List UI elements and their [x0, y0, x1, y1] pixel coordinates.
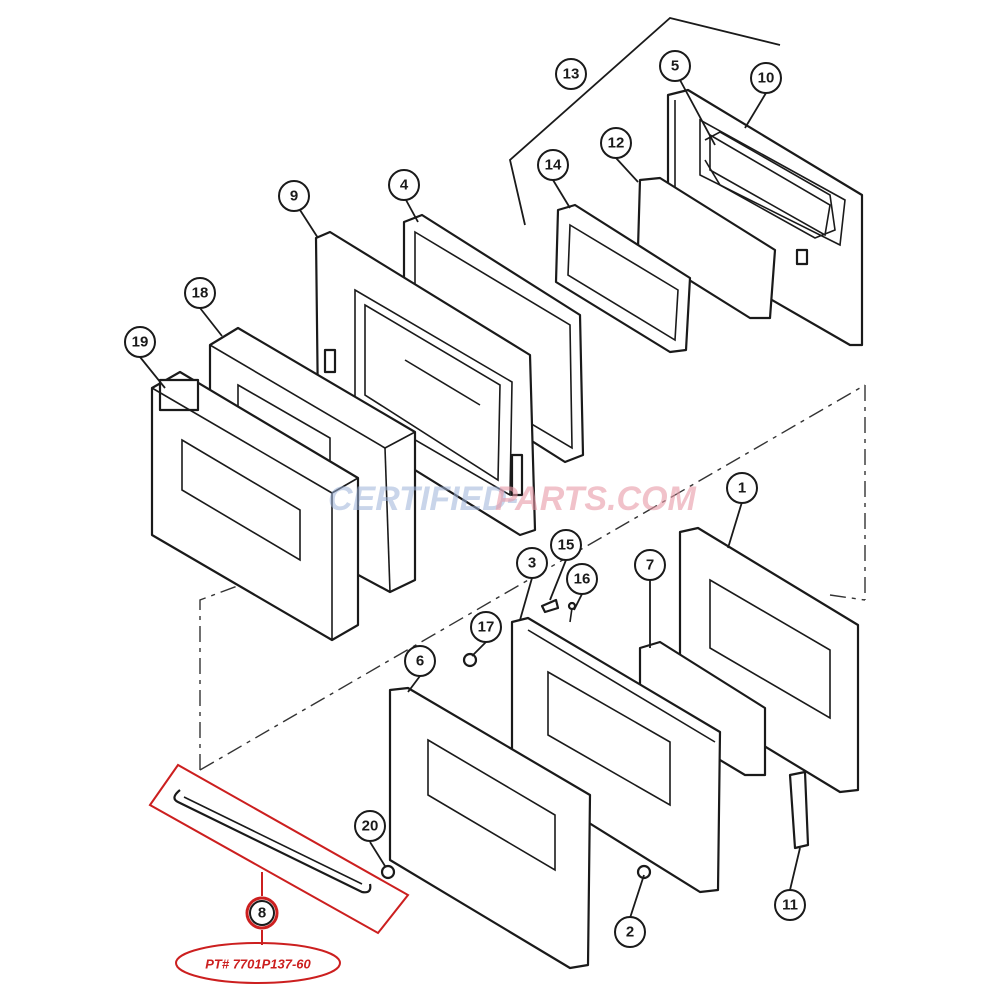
svg-text:14: 14: [545, 157, 562, 174]
callout-11: 11: [774, 889, 806, 921]
leader-lines: [139, 79, 801, 919]
svg-text:5: 5: [671, 58, 679, 75]
svg-text:15: 15: [558, 537, 575, 554]
callout-3: 3: [516, 547, 548, 579]
callout-8[interactable]: 8: [245, 896, 279, 930]
svg-text:1: 1: [738, 480, 746, 497]
part-number-ellipse: [175, 942, 341, 984]
part-17-nut: [462, 652, 478, 668]
svg-text:16: 16: [574, 571, 591, 588]
part-8-door-handle: [173, 789, 372, 894]
svg-text:6: 6: [416, 653, 424, 670]
part-14-gasket-frame: [554, 203, 692, 354]
callout-15: 15: [550, 529, 582, 561]
callout-16: 16: [566, 563, 598, 595]
svg-text:3: 3: [528, 555, 536, 572]
highlight-part-8: PT# 7701P137-60: [148, 763, 410, 984]
svg-text:18: 18: [192, 285, 209, 302]
callout-12: 12: [600, 127, 632, 159]
callout-5: 5: [659, 50, 691, 82]
part-5-wire-retainer: [704, 131, 836, 239]
part-6-front-door: [388, 686, 592, 970]
svg-text:19: 19: [132, 334, 149, 351]
callout-4: 4: [388, 169, 420, 201]
part-15-screw: [540, 598, 560, 614]
svg-text:12: 12: [608, 135, 625, 152]
part-20-nut: [380, 864, 396, 880]
callout-17: 17: [470, 611, 502, 643]
svg-text:20: 20: [362, 818, 379, 835]
callout-7: 7: [634, 549, 666, 581]
svg-text:13: 13: [563, 66, 580, 83]
callout-20: 20: [354, 810, 386, 842]
part-number-label: PT# 7701P137-60: [205, 957, 311, 972]
part-2-nut: [636, 864, 652, 880]
svg-text:2: 2: [626, 924, 634, 941]
callout-18: 18: [184, 277, 216, 309]
watermark-text-a: CERTIFIED-: [328, 480, 518, 518]
callout-19: 19: [124, 326, 156, 358]
svg-text:9: 9: [290, 188, 298, 205]
callout-13: 13: [555, 58, 587, 90]
svg-text:10: 10: [758, 70, 775, 87]
callout-1: 1: [726, 472, 758, 504]
watermark: CERTIFIED- PARTS.COM: [328, 480, 697, 518]
svg-text:17: 17: [478, 619, 495, 636]
callout-10: 10: [750, 62, 782, 94]
part-19-insulation: [150, 370, 360, 642]
svg-text:8: 8: [258, 905, 266, 922]
part-16-screw: [567, 601, 577, 623]
part-11-hinge: [788, 770, 810, 850]
svg-text:11: 11: [782, 897, 798, 914]
callout-6: 6: [404, 645, 436, 677]
callout-9: 9: [278, 180, 310, 212]
watermark-text-b: PARTS.COM: [495, 480, 697, 518]
svg-text:4: 4: [400, 177, 409, 194]
svg-text:7: 7: [646, 557, 654, 574]
callout-2: 2: [614, 916, 646, 948]
callout-14: 14: [537, 149, 569, 181]
part-13-bracket: [509, 17, 781, 226]
callouts: 1 2 3 4 5 6 7 8: [124, 50, 806, 948]
